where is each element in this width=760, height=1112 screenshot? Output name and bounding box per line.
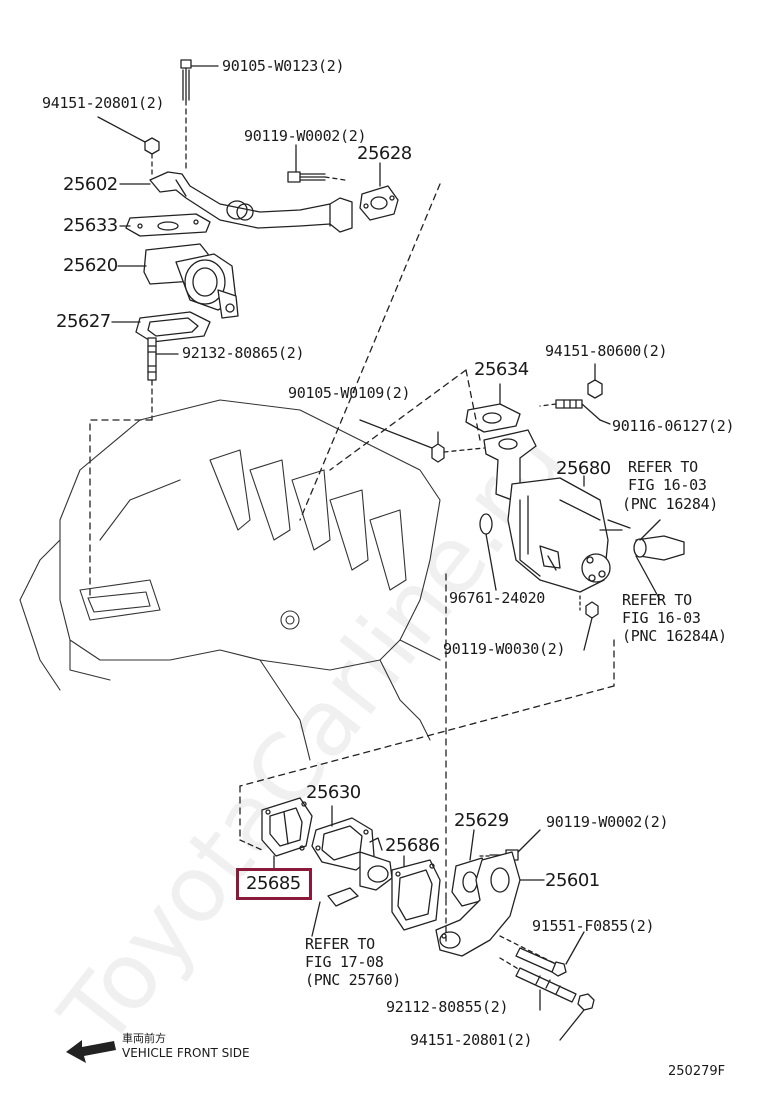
valve-body-25630 bbox=[311, 817, 393, 891]
gasket-25633 bbox=[125, 213, 211, 237]
label-25686: 25686 bbox=[385, 835, 440, 856]
label-25620: 25620 bbox=[63, 255, 118, 276]
hose-right bbox=[633, 535, 685, 561]
label-91551-f0855: 91551-F0855(2) bbox=[532, 917, 655, 935]
label-25602: 25602 bbox=[63, 174, 118, 195]
refer-16284-line1[interactable]: REFER TO bbox=[628, 458, 698, 476]
gasket-25634 bbox=[465, 403, 521, 433]
engine-block bbox=[19, 399, 441, 761]
label-25628: 25628 bbox=[357, 143, 412, 164]
stud-92112 bbox=[499, 957, 577, 1003]
label-25629: 25629 bbox=[454, 810, 509, 831]
front-arrow-icon bbox=[66, 1040, 116, 1063]
stud-92132 bbox=[147, 337, 157, 421]
pipe-25602 bbox=[149, 171, 353, 233]
label-90119-w0002-upper: 90119-W0002(2) bbox=[244, 127, 367, 145]
refer-25760-line3[interactable]: (PNC 25760) bbox=[305, 971, 402, 989]
label-25685[interactable]: 25685 bbox=[246, 873, 301, 894]
hose-lower bbox=[327, 887, 359, 907]
label-90105-w0123: 90105-W0123(2) bbox=[222, 57, 345, 75]
refer-16284a-line3[interactable]: (PNC 16284A) bbox=[622, 627, 727, 645]
label-25630: 25630 bbox=[306, 782, 361, 803]
bolt-90105-w0109 bbox=[431, 431, 485, 463]
egr-valve-25620 bbox=[143, 243, 239, 319]
nut-94151-lower bbox=[577, 993, 595, 1011]
label-94151-20801-lower: 94151-20801(2) bbox=[410, 1031, 533, 1049]
bolt-90119-w0030 bbox=[579, 595, 599, 619]
label-90119-w0030: 90119-W0030(2) bbox=[443, 640, 566, 658]
bolt-91551 bbox=[499, 935, 567, 977]
label-92132-80865: 92132-80865(2) bbox=[182, 344, 305, 362]
vehicle-front-side: VEHICLE FRONT SIDE bbox=[122, 1046, 250, 1060]
label-92112-80855: 92112-80855(2) bbox=[386, 998, 509, 1016]
gasket-25628 bbox=[359, 185, 399, 221]
label-90116-06127: 90116-06127(2) bbox=[612, 417, 735, 435]
label-90119-w0002-lower: 90119-W0002(2) bbox=[546, 813, 669, 831]
highlight-box-25685 bbox=[236, 868, 312, 900]
gasket-25685 bbox=[261, 797, 313, 857]
bolt-90119-upper bbox=[287, 171, 346, 183]
vehicle-front-jp: 車両前方 bbox=[122, 1032, 166, 1045]
label-94151-20801-upper: 94151-20801(2) bbox=[42, 94, 165, 112]
refer-25760-line1[interactable]: REFER TO bbox=[305, 935, 375, 953]
refer-25760-line2[interactable]: FIG 17-08 bbox=[305, 953, 384, 971]
figure-code: 250279F bbox=[668, 1064, 726, 1079]
refer-16284a-line2[interactable]: FIG 16-03 bbox=[622, 609, 701, 627]
label-94151-80600: 94151-80600(2) bbox=[545, 342, 668, 360]
nut-94151-upper bbox=[144, 137, 160, 176]
label-25627: 25627 bbox=[56, 311, 111, 332]
bolt-90116 bbox=[539, 399, 583, 409]
egr-cooler-25680 bbox=[507, 477, 631, 593]
nut-94151-80600 bbox=[587, 379, 603, 399]
refer-16284a-line1[interactable]: REFER TO bbox=[622, 591, 692, 609]
refer-16284-line2[interactable]: FIG 16-03 bbox=[628, 476, 707, 494]
label-96761-24020: 96761-24020 bbox=[449, 589, 546, 607]
label-25680: 25680 bbox=[556, 458, 611, 479]
label-25634: 25634 bbox=[474, 359, 529, 380]
gasket-25627 bbox=[135, 311, 211, 343]
gasket-25686 bbox=[391, 859, 441, 931]
label-90105-w0109: 90105-W0109(2) bbox=[288, 384, 411, 402]
pipe-25601 bbox=[435, 851, 521, 957]
refer-16284-line3[interactable]: (PNC 16284) bbox=[622, 495, 719, 513]
bolt-90105-w0123 bbox=[180, 59, 192, 169]
label-25601: 25601 bbox=[545, 870, 600, 891]
o-ring-96761 bbox=[479, 513, 497, 591]
label-25633: 25633 bbox=[63, 215, 118, 236]
